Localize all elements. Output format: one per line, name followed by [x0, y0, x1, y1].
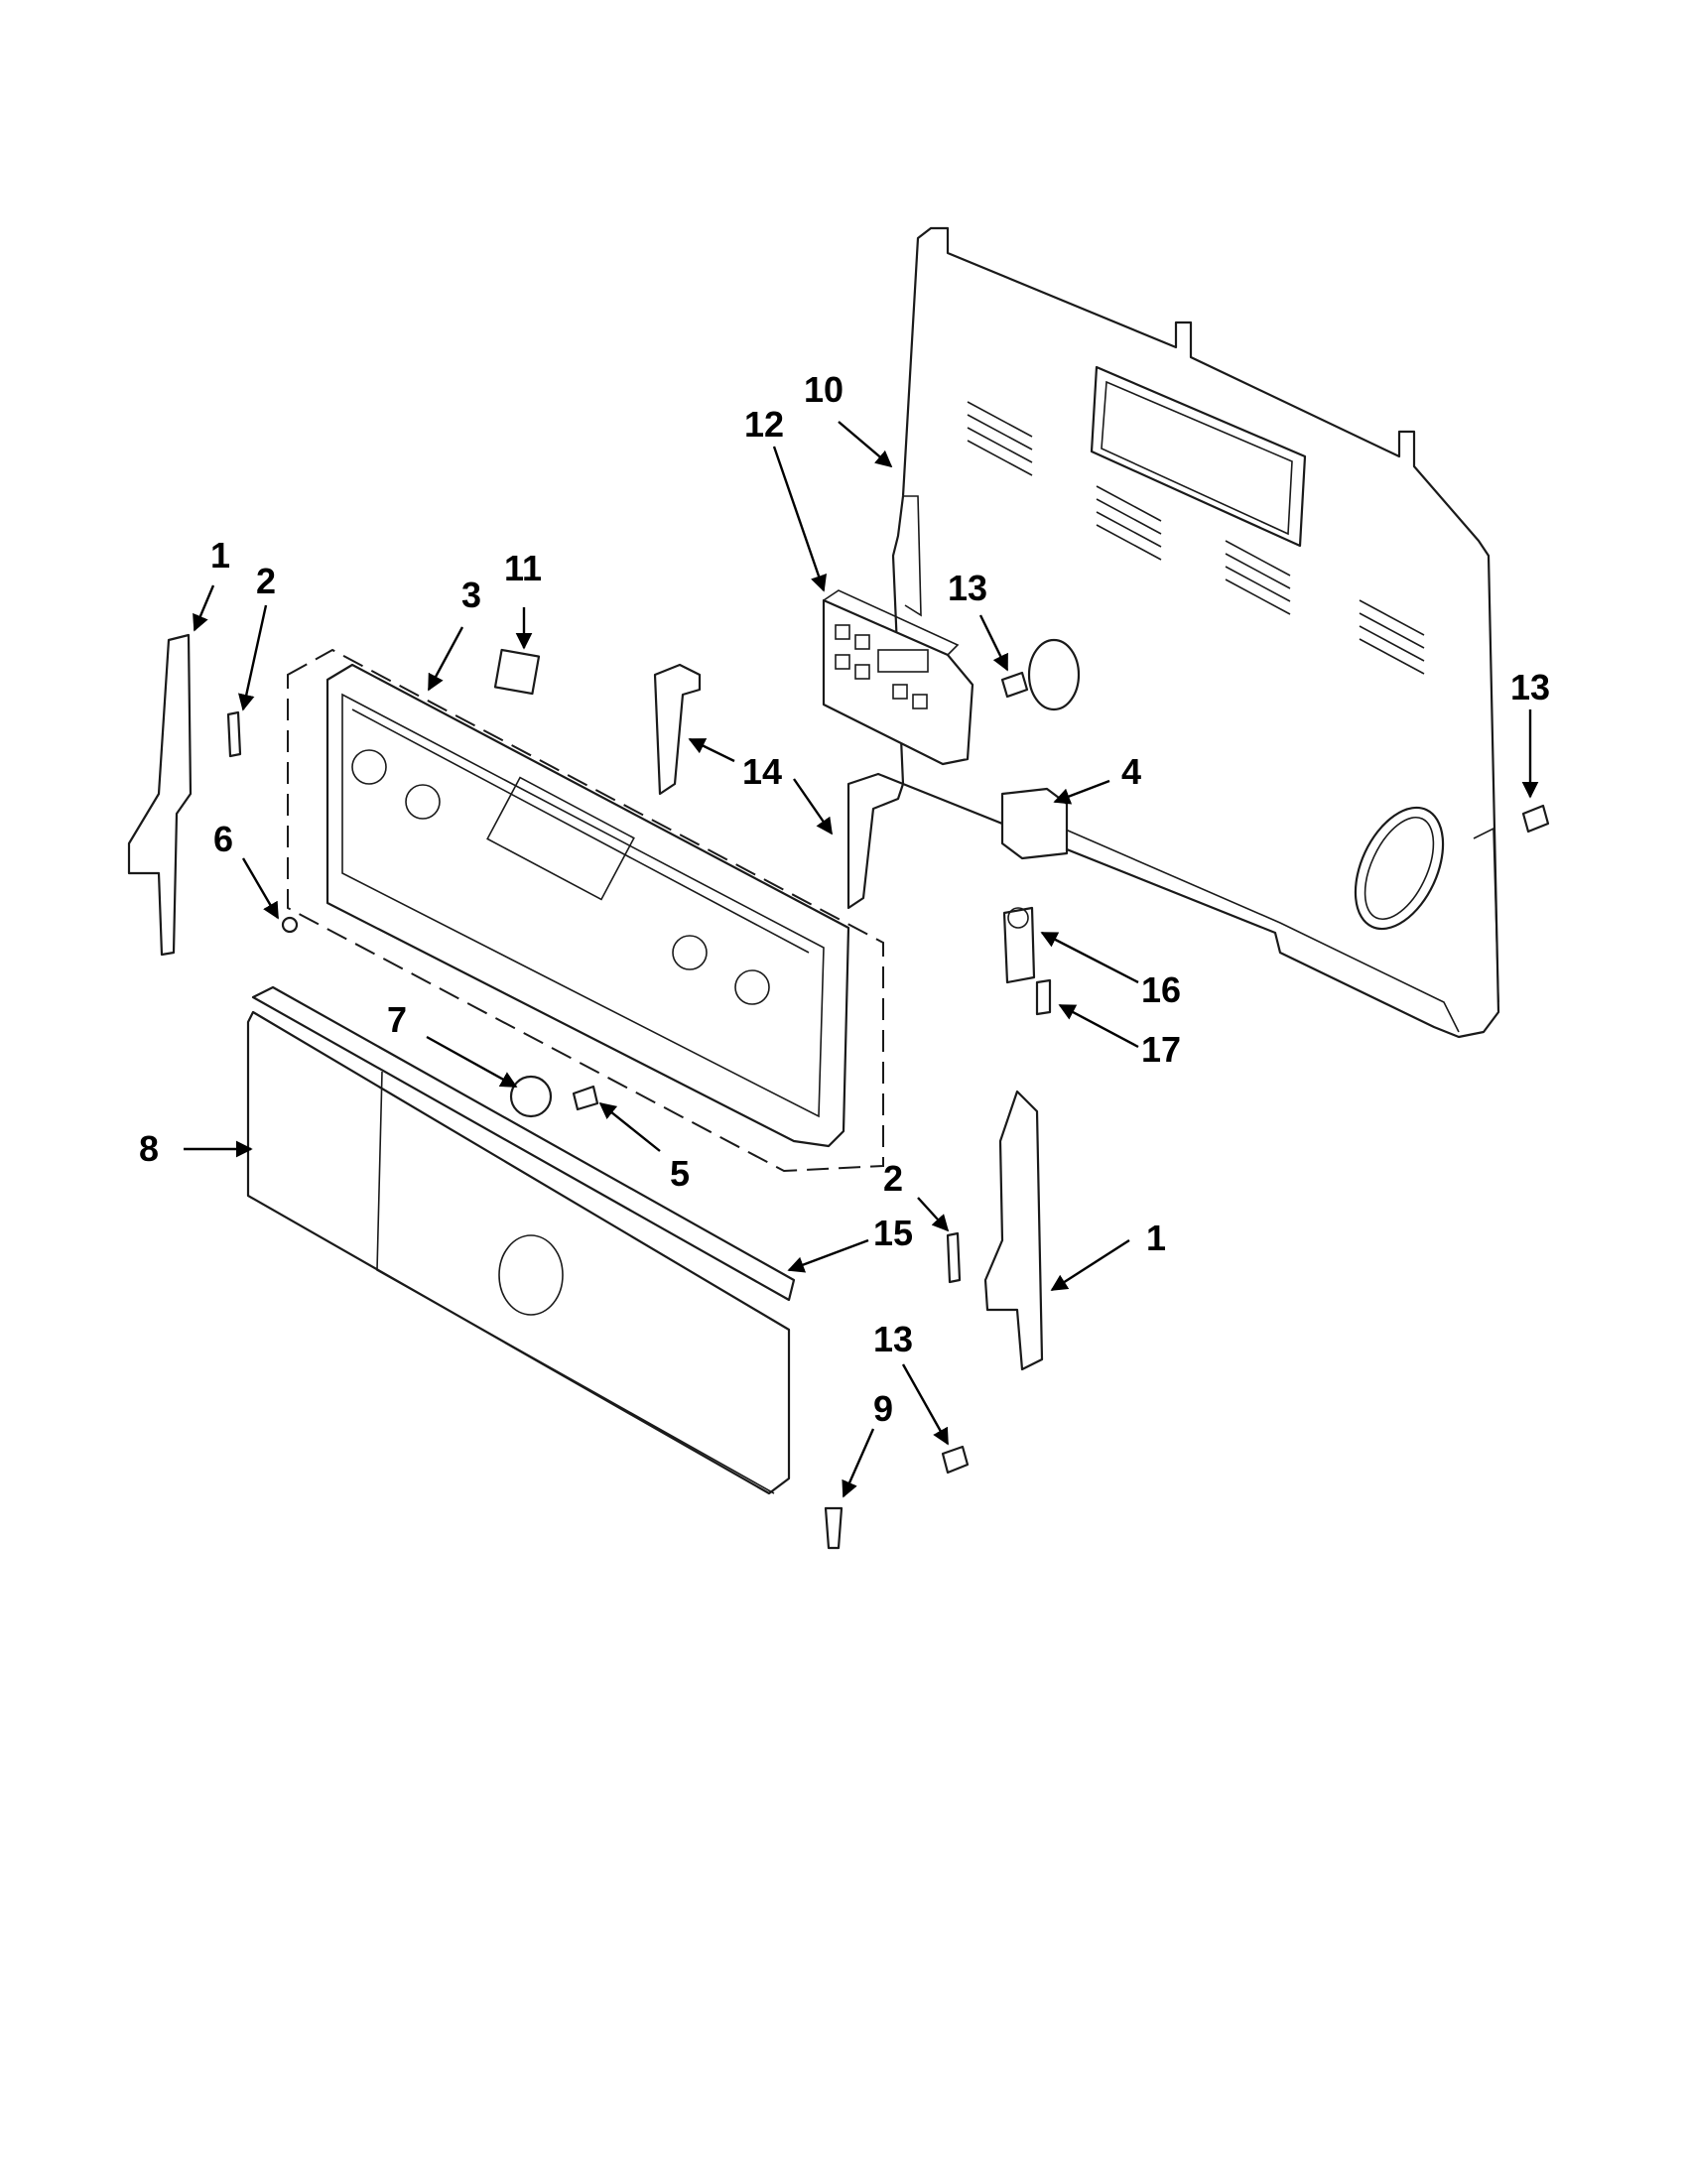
screw-6	[281, 916, 299, 934]
callout-8: 8	[139, 1128, 159, 1169]
callout-9: 9	[873, 1388, 893, 1429]
callout-7: 7	[387, 999, 407, 1040]
callout-12: 12	[744, 404, 784, 445]
callout-16: 16	[1141, 969, 1181, 1010]
callout-10: 10	[804, 369, 844, 410]
brackets-14	[653, 663, 905, 910]
callout-13-right: 13	[1510, 667, 1550, 707]
callout-2-right: 2	[883, 1158, 903, 1199]
callout-13-upper: 13	[948, 568, 987, 608]
screw-13-right	[1521, 804, 1550, 834]
leader-lines	[184, 421, 1539, 1498]
callout-17: 17	[1141, 1029, 1181, 1070]
screw-9	[824, 1506, 844, 1550]
screw-5	[572, 1085, 599, 1111]
callout-4: 4	[1121, 751, 1141, 792]
callout-1-left: 1	[210, 535, 230, 576]
callout-14: 14	[742, 751, 782, 792]
callout-1-right: 1	[1146, 1218, 1166, 1258]
lower-panel	[246, 985, 796, 1495]
callout-11: 11	[504, 548, 542, 588]
end-cap-right	[983, 1090, 1044, 1371]
control-console	[287, 648, 884, 1173]
callout-5: 5	[670, 1153, 690, 1194]
clip-2-left	[226, 710, 242, 758]
callout-2-left: 2	[256, 561, 276, 601]
rear-panel	[891, 226, 1500, 1039]
electronic-control	[822, 589, 974, 766]
clip-2-right	[946, 1231, 962, 1284]
callout-13-lower: 13	[873, 1319, 913, 1359]
screw-13-upper	[1000, 638, 1081, 711]
knob-7	[509, 1075, 553, 1118]
callout-6: 6	[213, 819, 233, 859]
end-cap-left	[127, 633, 193, 957]
sensor-16-17	[1002, 906, 1052, 1016]
clip-11	[493, 648, 541, 696]
callouts: 1 2 3 11 12 10 13 13 14 4 6 16 17 7 5 8 …	[139, 369, 1550, 1429]
callout-3: 3	[461, 575, 481, 615]
screw-13-lower	[941, 1445, 970, 1475]
switch-4	[1000, 787, 1069, 860]
callout-15: 15	[873, 1213, 913, 1253]
